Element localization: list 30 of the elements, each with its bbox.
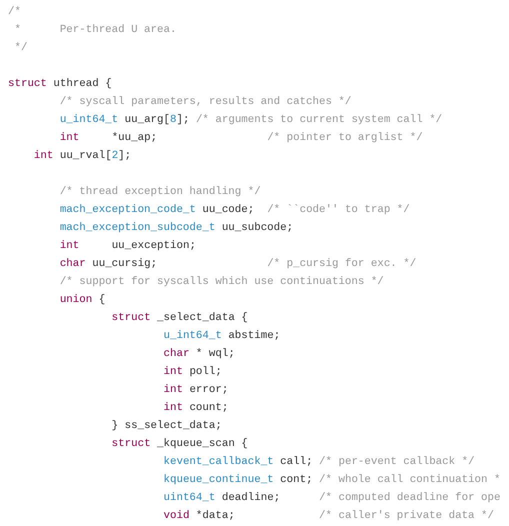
- code-line: union {: [60, 293, 106, 308]
- code-line: int poll;: [164, 365, 222, 380]
- code-comment: * Per-thread U area.: [14, 23, 176, 38]
- code-line: int count;: [164, 401, 228, 416]
- code-line: mach_exception_subcode_t uu_subcode;: [60, 221, 294, 236]
- code-line: kqueue_continue_t cont; /* whole call continuation *: [164, 473, 500, 488]
- code-comment: /* support for syscalls which use continuations */: [60, 275, 384, 290]
- code-line: kevent_callback_t call; /* per-event callback */: [164, 455, 475, 470]
- code-line: struct _select_data {: [112, 311, 248, 326]
- code-comment: /* p_cursig for exc. */: [267, 257, 416, 272]
- code-line: u_int64_t uu_arg[8]; /* arguments to current system call */: [60, 113, 442, 128]
- code-line: } ss_select_data;: [112, 419, 222, 434]
- code-line: int error;: [164, 383, 228, 398]
- code-comment: /*: [8, 5, 21, 20]
- code-comment: /* pointer to arglist */: [267, 131, 423, 146]
- code-line: char uu_cursig;: [60, 257, 158, 272]
- code-line: uint64_t deadline; /* computed deadline for ope: [164, 491, 500, 506]
- code-line: int uu_rval[2];: [34, 149, 132, 164]
- code-line: void *data;: [164, 509, 235, 524]
- code-comment: /* thread exception handling */: [60, 185, 261, 200]
- code-line: int *uu_ap;: [60, 131, 158, 146]
- code-comment: /* caller's private data */: [319, 509, 494, 524]
- code-line: mach_exception_code_t uu_code; /* ``code'' to trap */: [60, 203, 410, 218]
- code-comment: /* syscall parameters, results and catches */: [60, 95, 352, 110]
- code-line: int uu_exception;: [60, 239, 196, 254]
- code-line: struct uthread {: [8, 77, 112, 92]
- code-line: char * wql;: [164, 347, 235, 362]
- code-line: u_int64_t abstime;: [164, 329, 280, 344]
- code-comment: */: [14, 41, 28, 56]
- code-line: struct _kqueue_scan {: [112, 437, 248, 452]
